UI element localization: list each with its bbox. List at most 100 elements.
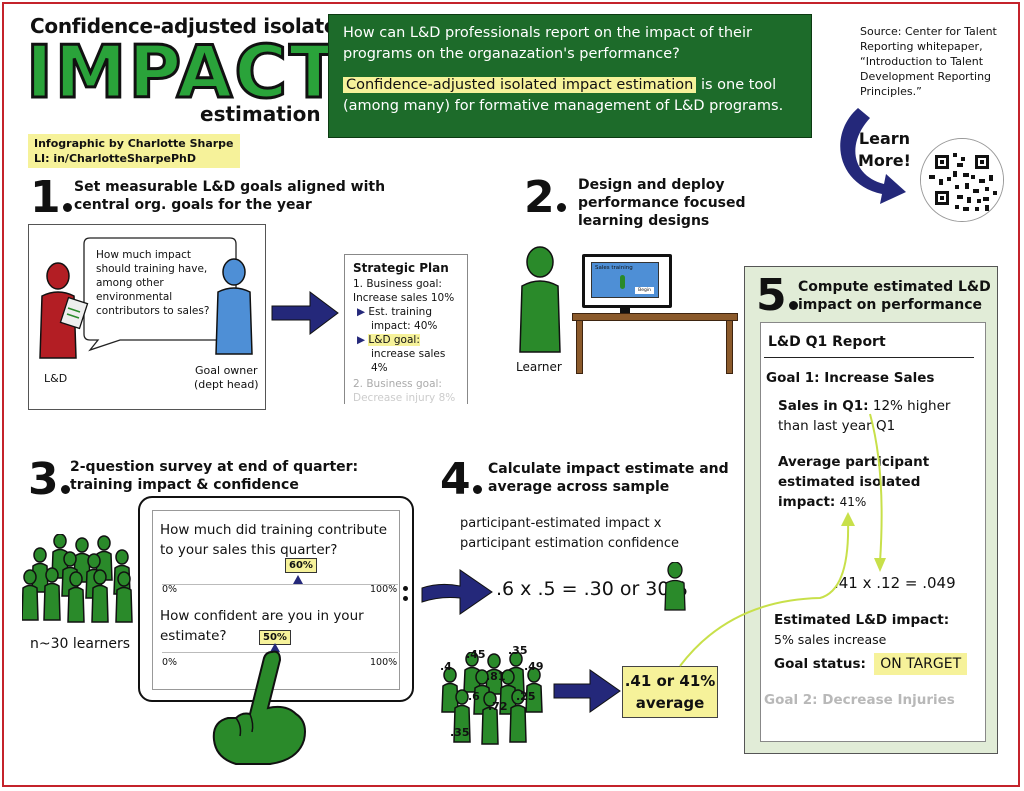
step1-number: 1 — [30, 176, 72, 220]
strategic-plan: Strategic Plan 1. Business goal: Increas… — [344, 254, 468, 404]
q2-scale-max: 100% — [370, 657, 398, 668]
credit-line2: LI: in/CharlotteSharpePhD — [34, 152, 196, 165]
step4-title-line2: average across sample — [488, 479, 670, 495]
crowd-value-7: .25 — [516, 690, 536, 703]
q2-slider-thumb[interactable] — [270, 643, 280, 652]
crowd-value-6: .6 — [468, 690, 480, 703]
average-box: .41 or 41% average — [622, 666, 718, 718]
question-highlight: Confidence-adjusted isolated impact esti… — [343, 77, 697, 93]
pointing-hand-icon — [212, 650, 306, 765]
goal2-title: Goal 2: Decrease Injuries — [764, 692, 955, 708]
speech-text: How much impact should training have, am… — [96, 248, 209, 318]
goal-owner-line2: (dept head) — [194, 378, 259, 391]
sp-est-line1: Est. training — [368, 306, 432, 318]
ld-person-icon — [39, 262, 89, 359]
learn-more-line1: Learn — [858, 129, 911, 148]
step5-number: 5 — [756, 274, 798, 318]
speech-line5: contributors to sales? — [96, 305, 210, 317]
average-line1: .41 or 41% — [624, 672, 716, 690]
step5-title-line2: impact on performance — [798, 297, 983, 313]
step4-title-line1: Calculate impact estimate and — [488, 461, 729, 477]
est-block: Estimated L&D impact: 5% sales increase — [774, 610, 949, 650]
avg-value: 41% — [839, 495, 867, 509]
ld-label: L&D — [44, 372, 68, 385]
step2-digit: 2 — [524, 172, 555, 223]
source-text: Source: Center for Talent Reporting whit… — [860, 24, 997, 99]
q1-line1: How much did training contribute — [160, 522, 388, 538]
sp-goal2-line2: Decrease injury 8% — [353, 392, 456, 404]
sp-ld-goal-line2: increase sales 4% — [371, 348, 446, 374]
step4-title: Calculate impact estimate and average ac… — [488, 460, 729, 496]
step1-title-line2: central org. goals for the year — [74, 197, 312, 213]
source-line1: Source: Center for Talent — [860, 25, 997, 38]
speech-line3: among other — [96, 277, 164, 289]
credit-line1: Infographic by Charlotte Sharpe — [34, 137, 234, 150]
q1-line2: to your sales this quarter? — [160, 542, 338, 558]
step5-digit: 5 — [756, 270, 787, 321]
crowd-value-3: .35 — [508, 644, 528, 657]
screen-label: Sales training — [595, 265, 633, 271]
tablet-home-button[interactable] — [403, 586, 408, 591]
monitor: Sales training Begin — [582, 254, 672, 308]
step5-title: Compute estimated L&D impact on performa… — [798, 278, 991, 314]
formula-line2: participant estimation confidence — [460, 536, 680, 551]
average-line2: average — [635, 694, 705, 712]
title-main: IMPACT — [24, 30, 341, 114]
q1-text: How much did training contribute to your… — [160, 520, 387, 560]
q1-scale-max: 100% — [370, 584, 398, 595]
desk-leg-left — [576, 320, 583, 374]
speech-line4: environmental — [96, 291, 173, 303]
crowd-value-1: .4 — [440, 660, 452, 673]
sp-goal1-line2: Increase sales 10% — [353, 292, 455, 304]
sp-est-line2: impact: 40% — [371, 320, 438, 332]
learn-more-arrow-icon — [840, 108, 906, 204]
arrow-right-icon — [271, 291, 339, 335]
step1-title-line1: Set measurable L&D goals aligned with — [74, 179, 386, 195]
goal-owner-icon — [215, 258, 253, 355]
avg-line2: estimated isolated — [778, 474, 921, 490]
q1-slider-track[interactable] — [162, 584, 398, 585]
speech-line2: should training have, — [96, 263, 208, 275]
step1-title: Set measurable L&D goals aligned with ce… — [74, 178, 385, 214]
learn-more-label[interactable]: Learn More! — [858, 128, 911, 172]
status-badge: ON TARGET — [874, 653, 968, 675]
step4-calc: .6 x .5 = .30 or 30% — [496, 578, 688, 600]
screen-figure-icon — [620, 275, 625, 289]
sales-label: Sales in Q1: — [778, 398, 869, 414]
qr-code-icon[interactable] — [920, 138, 1004, 222]
step4-digit: 4 — [440, 454, 471, 505]
formula-line1: participant-estimated impact x — [460, 516, 662, 531]
crowd-value-8: .72 — [488, 700, 508, 713]
desk-leg-right — [726, 320, 733, 374]
q2-line2: estimate? — [160, 628, 227, 644]
crowd-value-2: .45 — [466, 648, 486, 661]
q2-line1: How confident are you in your — [160, 608, 364, 624]
lime-curve-arrow-icon — [679, 512, 855, 667]
learners-label: n~30 learners — [30, 636, 130, 652]
screen: Sales training Begin — [591, 262, 659, 298]
step2-number: 2 — [524, 176, 566, 220]
single-learner-icon — [664, 562, 686, 611]
sales-line2: than last year Q1 — [778, 418, 896, 434]
goal-owner-line1: Goal owner — [195, 364, 258, 377]
q2-scale-min: 0% — [162, 657, 178, 668]
desk-top — [572, 313, 738, 321]
q1-slider-thumb[interactable] — [293, 575, 303, 584]
step2-title-line1: Design and deploy — [578, 177, 725, 193]
begin-button[interactable]: Begin — [635, 287, 654, 294]
q2-slider-track[interactable] — [162, 652, 398, 653]
report-calc: .41 x .12 = .049 — [834, 574, 956, 592]
question-line1: How can L&D professionals report on the … — [343, 25, 752, 41]
source-line2: Reporting whitepaper, — [860, 40, 983, 53]
strategic-plan-title: Strategic Plan — [353, 261, 449, 275]
tablet-side-button[interactable] — [403, 596, 408, 601]
monitor-stand — [620, 305, 630, 313]
source-line4: Development Reporting — [860, 70, 992, 83]
formula-text: participant-estimated impact x participa… — [460, 514, 679, 554]
avg-line1: Average participant — [778, 454, 930, 470]
step3-title: 2-question survey at end of quarter: tra… — [70, 458, 358, 494]
learners-crowd-icon — [22, 534, 133, 623]
triangle-bullet-icon: ▶ — [357, 334, 366, 346]
crowd-value-4: .81 — [486, 670, 506, 683]
arrow-right-icon — [553, 669, 621, 713]
